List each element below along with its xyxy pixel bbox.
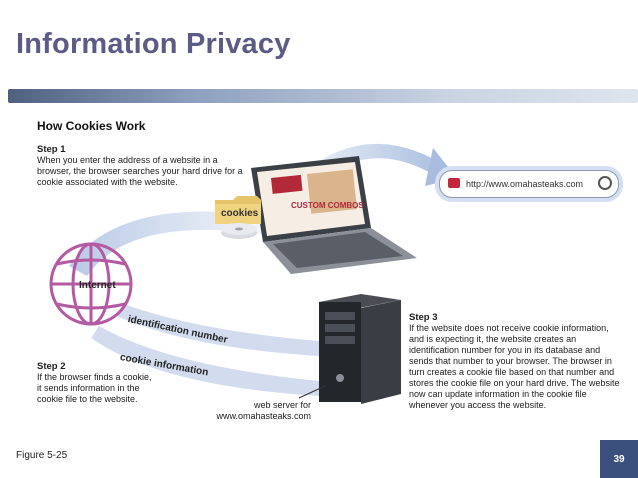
slide-title: Information Privacy <box>16 28 291 60</box>
internet-label: Internet <box>79 280 116 291</box>
arrow-identification <box>117 304 319 356</box>
arrow-cookie-information <box>91 326 319 396</box>
arrow-laptop-to-url <box>299 143 449 188</box>
step1-block: Step 1 When you enter the address of a w… <box>37 144 252 188</box>
browser-address-bar: http://www.omahasteaks.com <box>439 170 619 198</box>
laptop-illustration <box>251 156 417 274</box>
web-server-label: web server for www.omahasteaks.com <box>216 400 311 421</box>
figure-caption: Figure 5-25 <box>16 450 68 461</box>
step2-title: Step 2 <box>37 361 66 372</box>
search-icon <box>598 176 612 190</box>
figure-artwork: CUSTOM COMBOS <box>49 143 457 404</box>
cookie-folder-illustration <box>215 196 261 239</box>
server-pointer-line <box>298 385 326 399</box>
figure-heading: How Cookies Work <box>37 119 146 133</box>
step1-title: Step 1 <box>37 144 66 155</box>
arrow-globe-to-laptop <box>69 211 264 276</box>
step3-text: If the website does not receive cookie i… <box>409 323 620 410</box>
step2-text: If the browser finds a cookie, it sends … <box>37 372 152 404</box>
page-number-badge: 39 <box>600 440 638 478</box>
title-underline-bar <box>8 89 638 103</box>
site-logo-icon <box>448 178 460 188</box>
step2-block: Step 2 If the browser finds a cookie, it… <box>37 361 155 405</box>
step3-title: Step 3 <box>409 312 438 323</box>
step1-text: When you enter the address of a website … <box>37 155 243 187</box>
web-server-illustration <box>319 294 401 404</box>
cookies-folder-label: cookies <box>221 208 259 219</box>
step3-block: Step 3 If the website does not receive c… <box>409 312 623 411</box>
cookies-figure: CUSTOM COMBOS <box>29 116 627 425</box>
url-text: http://www.omahasteaks.com <box>466 179 584 189</box>
internet-globe <box>49 242 133 326</box>
screen-text: CUSTOM COMBOS <box>291 201 364 210</box>
